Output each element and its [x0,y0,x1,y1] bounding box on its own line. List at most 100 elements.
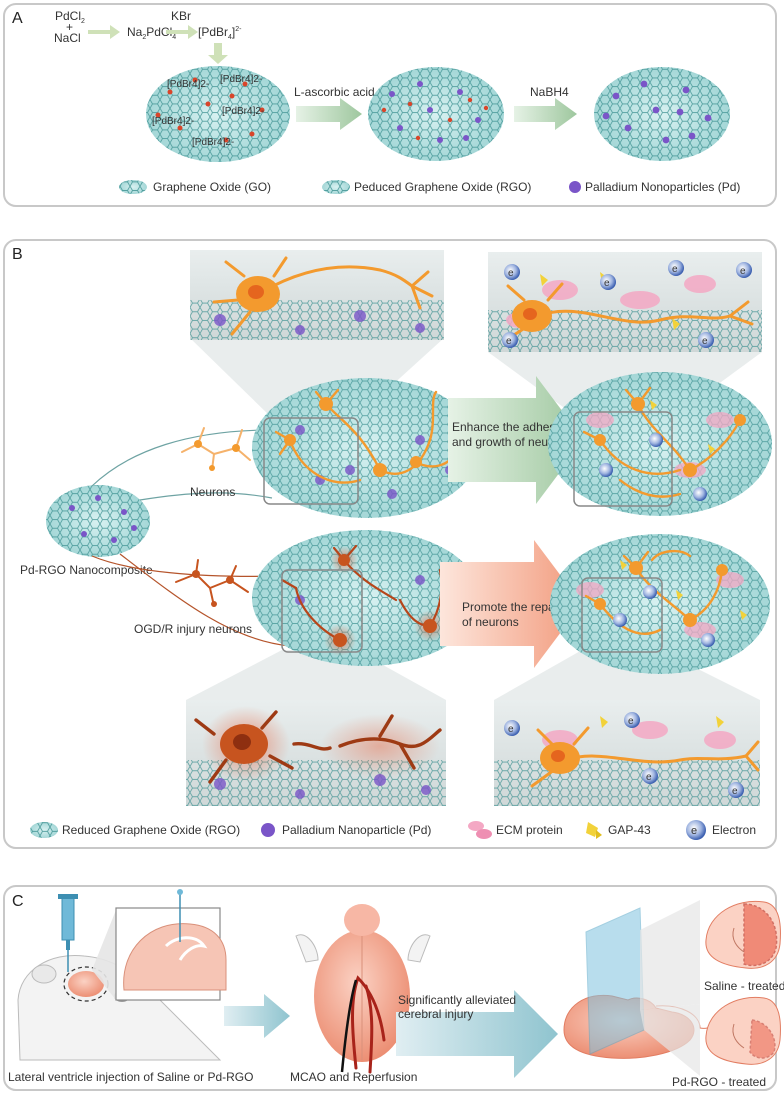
svg-text:e: e [628,716,634,727]
zoom-box-bottom-right [581,577,663,653]
repaired-neuron-sheet [550,534,770,674]
legend-go-label: Graphene Oxide (GO) [153,180,271,194]
arrow-ascorbic-label: L-ascorbic acid [294,85,375,99]
rgo-sheet-intermediate [368,67,504,161]
legend-gap43-label: GAP-43 [608,823,651,837]
arrow-nabh4-label: NaBH4 [530,85,569,99]
arrow-alleviated [396,990,558,1078]
saline-infarct-area [743,903,778,967]
inset-cone [92,910,116,1000]
panel-a: A PdCl2 + NaCl Na2PdCl4 KBr [PdBr4]2- [P… [3,3,777,207]
zoom-inset-enhanced: e e e e e e [488,252,762,352]
branch-top-upper [91,429,273,487]
zoom-inset-injured [186,700,446,806]
panel-a-letter: A [12,10,23,27]
zoom-box-top-left [263,417,359,505]
pdbr4-label-2: [PdBr4]2- [220,74,262,85]
arrow-nabh4 [514,98,577,130]
reactant-plus: + [66,20,73,34]
panel-c: C Lateral ventricle injection of Saline … [3,885,784,1091]
electron-markers-top: e e e e e e [502,260,752,348]
svg-text:e: e [646,772,652,783]
pdrgo-brain-slice [705,996,781,1065]
source-label: Pd-RGO Nanocomposite [20,563,153,577]
branch-top-lower [139,492,273,501]
svg-text:e: e [732,786,738,797]
arrow-repair-line1: Promote the repair [462,600,561,614]
brain-sagittal-inset [115,889,227,1001]
result-bottom-label: Pd-RGO - treated [672,1075,766,1089]
mouse-brain [68,971,104,997]
branch-top-label: Neurons [190,485,235,499]
svg-text:e: e [691,825,697,837]
arrow-a-small-1 [88,25,120,39]
step-2-label: MCAO and Reperfusion [290,1070,417,1084]
mouse-illustration [17,954,222,1061]
arrow-enhance [448,376,584,504]
arrow-enhance-line2: and growth of neurites [452,435,571,449]
electron-markers-mid [599,433,707,501]
intermediate-na2pdcl4: Na2PdCl4 [127,25,176,41]
svg-text:e: e [702,336,708,347]
svg-text:e: e [506,336,512,347]
healthy-neuron-sheet [252,378,480,518]
svg-text:e: e [672,264,678,275]
arrow-to-mcao [224,994,290,1038]
branch-bottom-upper [91,555,283,577]
svg-text:e: e [508,724,514,735]
legend-b-rgo-label: Reduced Graphene Oxide (RGO) [62,823,240,837]
ecm-protein-icon [468,821,492,839]
go-sheet: [PdBr4]2- [PdBr4]2- [PdBr4]2- [PdBr4]2- … [146,66,290,162]
arrow-a-down [208,43,228,64]
legend-rgo-label: Peduced Graphene Oxide (RGO) [354,180,531,194]
syringe-icon [58,894,78,972]
legend-pd-label: Palladium Nonoparticles (Pd) [585,180,740,194]
panel-b: B [3,239,777,849]
reactant-nacl: NaCl [54,31,81,45]
electron-icon [686,820,706,840]
pdbr4-label-5: [PdBr4]2- [192,137,234,148]
zoom-inset-repaired: e e e e [494,700,760,806]
slice-cone-top [640,900,700,1010]
pdbr4-label-4: [PdBr4]2- [152,116,194,127]
arrow-repair [440,540,582,668]
complex-pdbr4: [PdBr4]2- [198,25,242,41]
gap43-icon [586,822,602,839]
legend-b-pd-label: Palladium Nanoparticle (Pd) [282,823,431,837]
zoom-cone-bottom-right [494,650,760,700]
reactant-pdcl2: PdCl2 [55,9,85,25]
arrow-repair-line2: of neurons [462,615,519,629]
coronal-slice-plane [585,907,645,1055]
arrow-a-small-2 [166,25,198,39]
pdbr4-label-3: [PdBr4]2- [222,106,264,117]
zoom-box-top-right [573,411,673,507]
panel-b-legend: Reduced Graphene Oxide (RGO) Palladium N… [30,820,756,840]
result-top-label: Saline - treated [704,979,784,993]
pd-rgo-sheet [594,67,730,161]
electron-markers-lower [613,585,715,647]
zoom-cone-top-left [190,338,444,418]
branch-bottom-label: OGD/R injury neurons [134,622,252,636]
pd-particle-icon [569,181,581,193]
panel-c-letter: C [12,893,24,910]
pd-rgo-source-sheet [46,485,150,557]
pdrgo-infarct-area [749,1019,776,1059]
step-1-label: Lateral ventricle injection of Saline or… [8,1070,253,1084]
panel-a-legend: Graphene Oxide (GO) Peduced Graphene Oxi… [119,180,740,194]
mcao-brain [295,904,431,1074]
zoom-cone-bottom-left [186,650,446,700]
svg-text:e: e [604,278,610,289]
pdbr4-label-1: [PdBr4]2- [167,79,209,90]
arrow-ascorbic [296,98,362,130]
branch-bottom-lower [119,553,291,647]
arrow-alleviated-line2: cerebral injury [398,1007,473,1021]
panel-b-letter: B [12,246,23,263]
zoom-inset-healthy [190,250,444,340]
injured-neuron-sheet [252,530,480,666]
pd-particle-icon [261,823,275,837]
svg-text:e: e [740,266,746,277]
reagent-kbr: KBr [171,9,191,23]
enhanced-neuron-sheet [548,372,772,516]
